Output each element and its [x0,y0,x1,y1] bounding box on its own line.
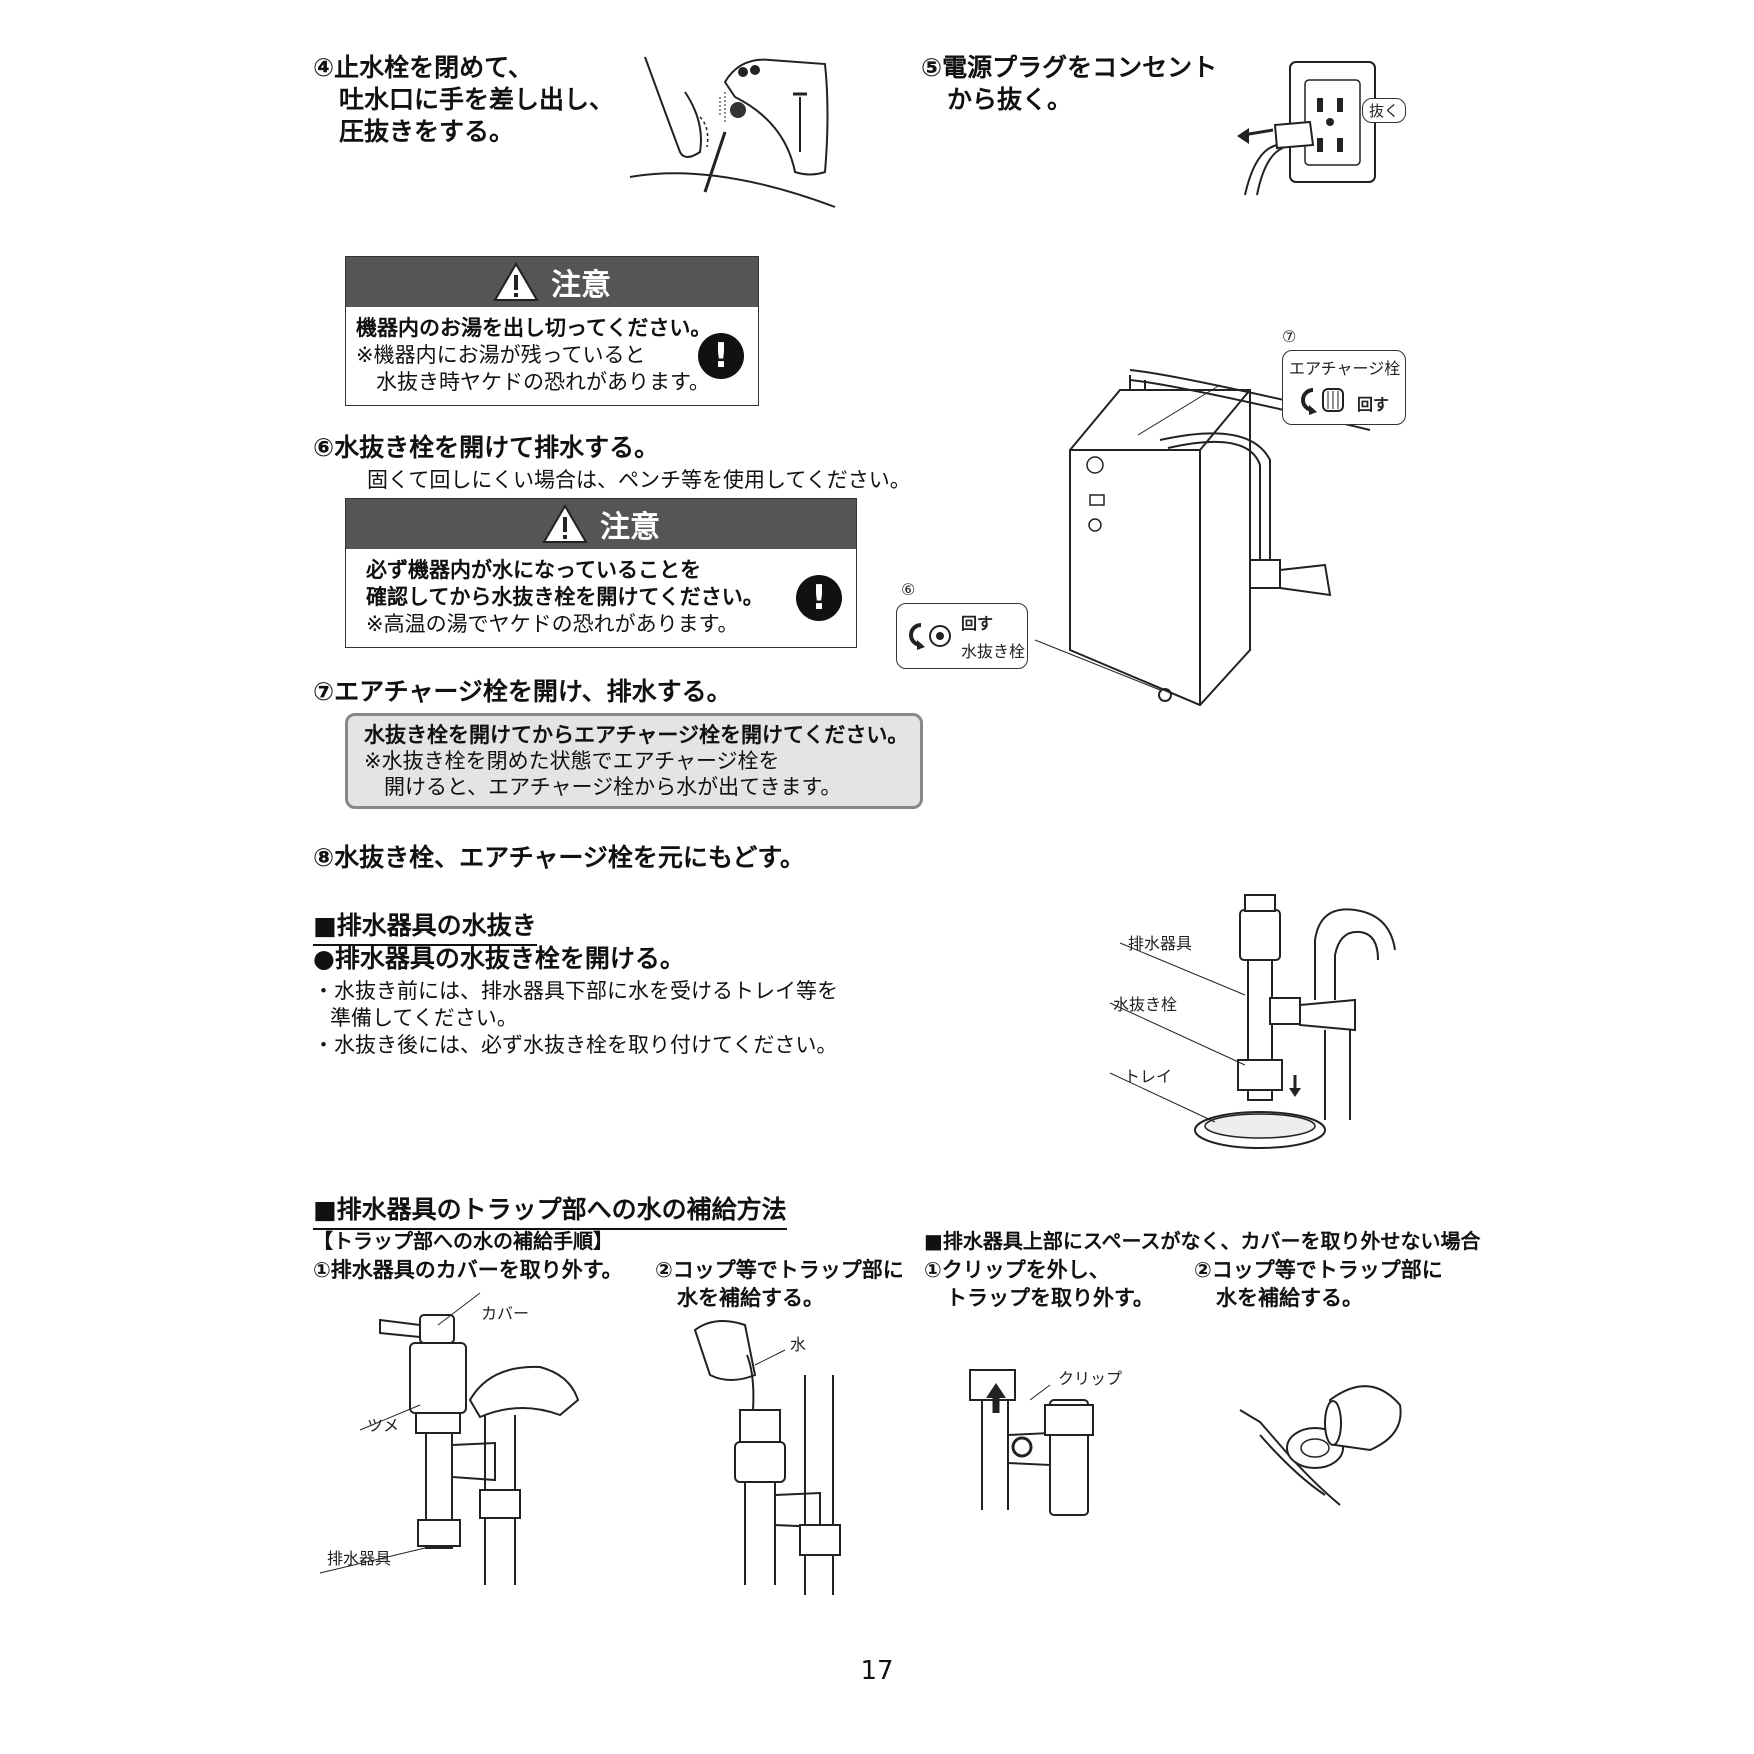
label-cover: カバー [481,1304,530,1323]
water-heater-illustration [1034,369,1371,707]
air-charge-callout: エアチャージ栓 回す [1282,350,1406,425]
rotate-arrow-icon [1301,388,1344,415]
drain-sub: ●排水器具の水抜き栓を開ける。 [313,944,685,973]
label-water: 水 [790,1335,807,1354]
drain-plug-callout: 回す 水抜き栓 [896,603,1028,669]
remove-trap-illustration [969,1369,1094,1516]
trap-heading: ■排水器具のトラップ部への水の補給方法 [313,1190,787,1230]
num-7: ⑦ [1282,327,1297,346]
outlet-plug-illustration [1237,61,1384,196]
label-drain-fixture-2: 排水器具 [327,1549,392,1568]
caution-box-1: 注意 機器内のお湯を出し切ってください。 ※機器内にお湯が残っていると 水抜き時… [345,256,759,406]
trap-step1: ①排水器具のカバーを取り外す。 [313,1258,623,1282]
drain-bullet-2: ・水抜き後には、必ず水抜き栓を取り付けてください。 [313,1033,838,1057]
caution-header: 注意 [346,499,856,549]
pour-water-illustration [693,1320,841,1595]
step4-text: ④止水栓を閉めて、 吐水口に手を差し出し、 圧抜きをする。 [313,53,615,146]
drain-heading: ■排水器具の水抜き [313,906,537,946]
unplug-label: 抜く [1362,98,1407,123]
step6-title: ⑥水抜き栓を開けて排水する。 [313,433,660,462]
num-6: ⑥ [901,580,916,599]
trap-alt-step1: ①クリップを外し、 トラップを取り外す。 [924,1258,1154,1310]
caution-header: 注意 [346,257,758,307]
step8-title: ⑧水抜き栓、エアチャージ栓を元にもどす。 [313,843,805,872]
label-drain-plug: 水抜き栓 [1113,995,1178,1014]
label-clip: クリップ [1058,1369,1123,1388]
trap-procedure: 【トラップ部への水の補給手順】 [313,1229,613,1253]
exclamation-icon: ! [698,333,744,379]
drain-fixture-illustration [1109,894,1396,1149]
label-drain-fixture: 排水器具 [1128,934,1193,953]
cup-trap-illustration [1239,1385,1402,1506]
remove-cover-illustration [319,1292,580,1585]
label-claw: ツメ [367,1416,400,1435]
drain-bullet-1b: 準備してください。 [330,1006,518,1030]
exclamation-icon: ! [796,575,842,621]
page-number: 17 [860,1656,894,1686]
label-tray: トレイ [1124,1067,1173,1086]
step7-title: ⑦エアチャージ栓を開け、排水する。 [313,677,732,706]
drain-bullet-1a: ・水抜き前には、排水器具下部に水を受けるトレイ等を [313,979,838,1003]
step5-text: ⑤電源プラグをコンセント から抜く。 [921,53,1218,114]
trap-alt-step2: ②コップ等でトラップ部に 水を補給する。 [1194,1258,1443,1310]
caution-box-2: 注意 必ず機器内が水になっていることを 確認してから水抜き栓を開けてください。 … [345,498,857,648]
trap-step2: ②コップ等でトラップ部に 水を補給する。 [655,1258,904,1310]
faucet-hand-illustration [629,56,836,208]
info-box: 水抜き栓を開けてからエアチャージ栓を開けてください。 ※水抜き栓を閉めた状態でエ… [345,713,923,809]
warning-triangle-icon [542,504,588,543]
trap-alt-heading: ■排水器具上部にスペースがなく、カバーを取り外せない場合 [924,1229,1481,1253]
rotate-arrow-icon [909,623,951,650]
warning-triangle-icon [493,262,539,301]
step6-note: 固くて回しにくい場合は、ペンチ等を使用してください。 [367,468,911,492]
